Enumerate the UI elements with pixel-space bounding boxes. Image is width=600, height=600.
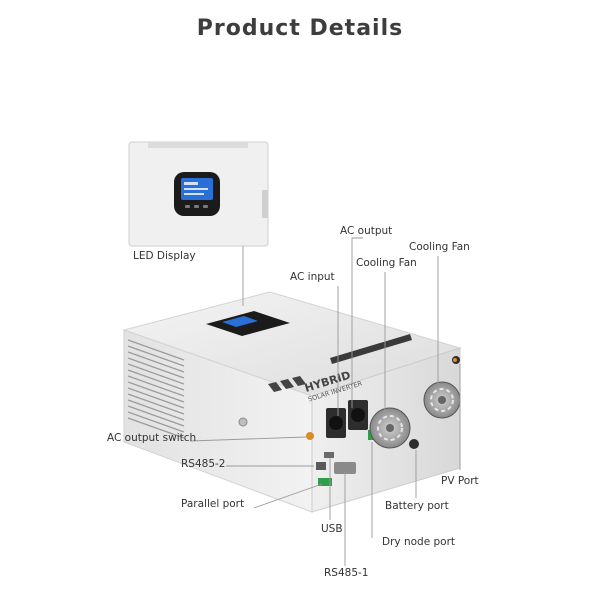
inset-display-button [185,205,190,208]
inset-screen-text [184,182,198,185]
label-parallel-port: Parallel port [181,498,245,510]
label-led-display: LED Display [133,250,196,262]
hazard-stripes [268,376,306,392]
inset-display-button [203,205,208,208]
label-dry-node-port: Dry node port [382,536,456,548]
label-cooling-fan-right: Cooling Fan [409,241,470,253]
usb-port [324,452,334,458]
accent-dot [453,358,457,362]
db9-port [334,462,356,474]
inset-screen-text [184,188,208,190]
parallel-port [318,478,332,486]
inset-display-button [194,205,199,208]
label-pv-port: PV Port [441,475,479,487]
side-screw [238,417,248,427]
inset-top-rim [148,142,248,148]
label-rs485-1: RS485-1 [324,567,369,579]
leader-lines [189,237,461,566]
battery-terminal [409,439,419,449]
top-led-display [206,311,290,336]
front-panel [306,356,461,486]
side-vent-grille [127,339,185,439]
led-display-inset [128,141,269,247]
label-ac-output-switch: AC output switch [107,432,197,444]
label-battery-port: Battery port [385,500,449,512]
label-cooling-fan-left: Cooling Fan [356,257,417,269]
page-title: Product Details [196,16,404,41]
inset-right-rim [262,190,268,218]
ac-input-socket [329,416,343,430]
label-rs485-2: RS485-2 [181,458,226,470]
label-ac-output: AC output [340,225,393,237]
ac-output-switch [306,432,314,440]
ac-output-socket [351,408,365,422]
label-usb: USB [321,523,343,535]
label-ac-input: AC input [290,271,335,283]
brand-stripe [330,334,412,364]
inset-screen-text [184,193,204,195]
rs485-2-port [316,462,326,470]
